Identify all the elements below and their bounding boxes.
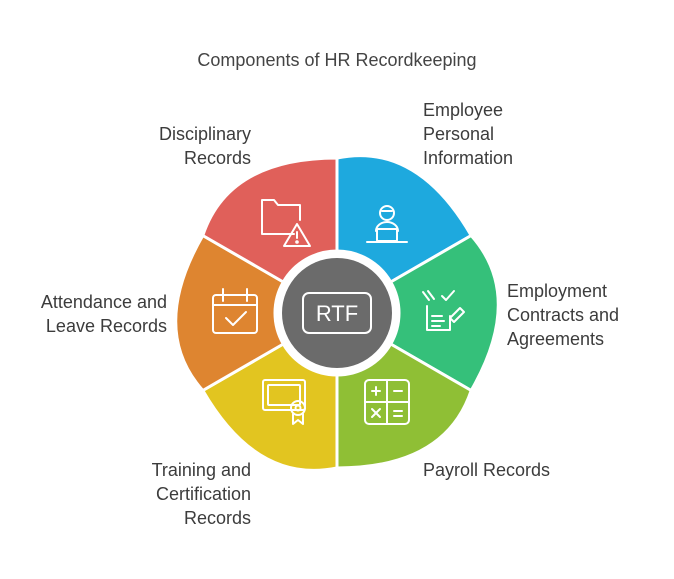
center-hub: [282, 258, 392, 368]
center-badge: [302, 292, 372, 334]
center-label: RTF: [316, 301, 358, 326]
label-personal-information: Employee Personal Information: [423, 100, 514, 168]
segment-disciplinary: [200, 156, 339, 285]
person-laptop-icon: [366, 205, 408, 243]
calendar-check-icon: [212, 288, 258, 334]
diagram-title: Components of HR Recordkeeping: [197, 50, 477, 70]
certificate-icon: [262, 379, 306, 425]
label-employment-contracts: Employment Contracts and Agreements: [507, 281, 620, 349]
label-payroll-records: Payroll Records: [423, 460, 551, 480]
signed-contract-icon: [422, 290, 465, 331]
folder-warning-icon: [261, 199, 311, 247]
label-training-certification: Training and Certification Records: [151, 460, 251, 528]
label-attendance-leave: Attendance and Leave Records: [40, 292, 167, 336]
label-disciplinary-records: Disciplinary Records: [158, 124, 251, 168]
calculator-icon: [364, 379, 410, 425]
